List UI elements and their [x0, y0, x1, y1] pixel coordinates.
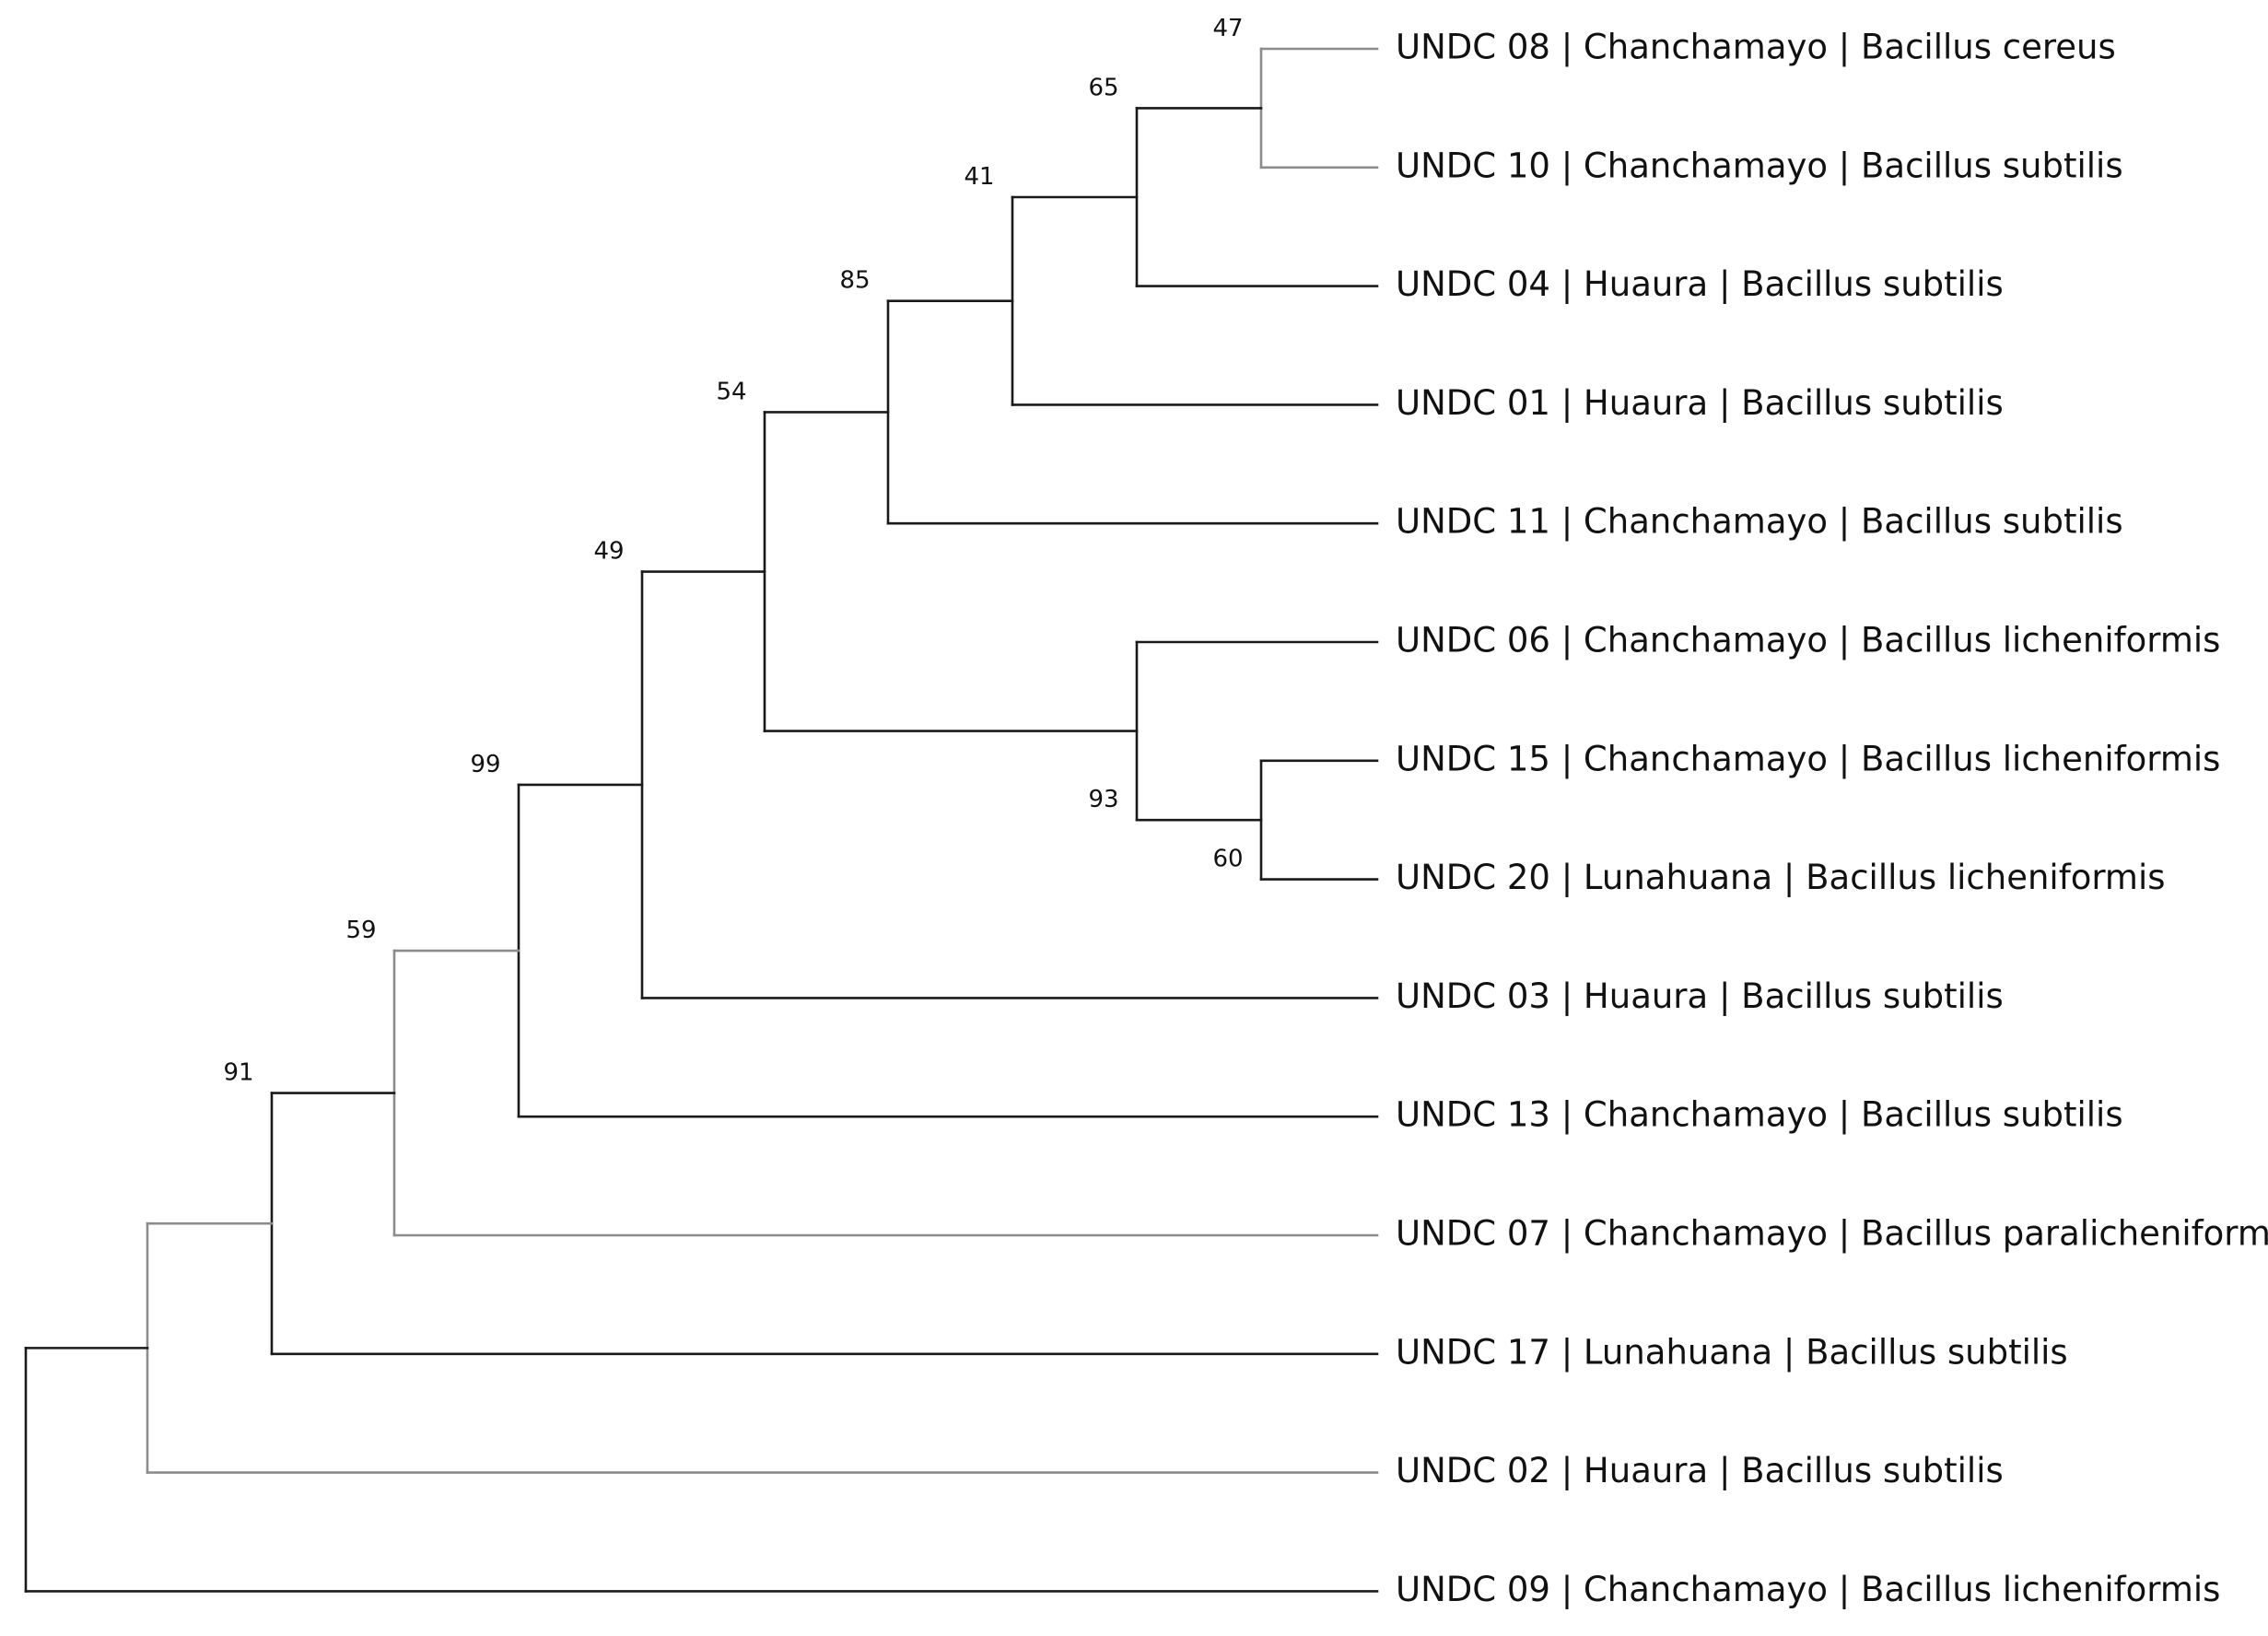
leaf-label-L7: UNDC 15 | Chanchamayo | Bacillus licheni… — [1396, 739, 2220, 778]
leaf-label-L10: UNDC 13 | Chanchamayo | Bacillus subtili… — [1396, 1095, 2123, 1135]
leaf-label-L13: UNDC 02 | Huaura | Bacillus subtilis — [1396, 1451, 2004, 1490]
leaf-labels: UNDC 08 | Chanchamayo | Bacillus cereusU… — [1396, 28, 2268, 1609]
support-value-n41: 41 — [964, 163, 994, 191]
leaf-label-L12: UNDC 17 | Lunahuana | Bacillus subtilis — [1396, 1332, 2068, 1372]
tree-branches — [24, 47, 1379, 1593]
leaf-label-L3: UNDC 04 | Huaura | Bacillus subtilis — [1396, 264, 2004, 304]
support-value-n99: 99 — [470, 751, 500, 778]
leaf-label-L4: UNDC 01 | Huaura | Bacillus subtilis — [1396, 383, 2004, 423]
leaf-label-L14: UNDC 09 | Chanchamayo | Bacillus licheni… — [1396, 1570, 2220, 1609]
support-value-n47: 47 — [1212, 15, 1243, 42]
leaf-label-L1: UNDC 08 | Chanchamayo | Bacillus cereus — [1396, 28, 2116, 67]
leaf-label-L11: UNDC 07 | Chanchamayo | Bacillus paralic… — [1396, 1214, 2268, 1254]
support-value-n85: 85 — [839, 267, 870, 295]
leaf-label-L5: UNDC 11 | Chanchamayo | Bacillus subtili… — [1396, 502, 2123, 542]
leaf-label-L6: UNDC 06 | Chanchamayo | Bacillus licheni… — [1396, 621, 2220, 660]
support-value-n91: 91 — [223, 1059, 253, 1087]
support-value-n49: 49 — [593, 538, 624, 566]
support-value-n60: 60 — [1212, 846, 1243, 873]
support-value-n59: 59 — [345, 917, 376, 944]
support-value-n54: 54 — [716, 378, 746, 405]
leaf-label-L2: UNDC 10 | Chanchamayo | Bacillus subtili… — [1396, 146, 2123, 185]
leaf-label-L8: UNDC 20 | Lunahuana | Bacillus lichenifo… — [1396, 858, 2166, 897]
support-value-n93: 93 — [1088, 786, 1118, 813]
leaf-label-L9: UNDC 03 | Huaura | Bacillus subtilis — [1396, 976, 2004, 1016]
support-value-n65: 65 — [1088, 74, 1118, 101]
support-values: 47 65 41 85 60 93 54 49 99 59 91 — [223, 15, 1243, 1087]
